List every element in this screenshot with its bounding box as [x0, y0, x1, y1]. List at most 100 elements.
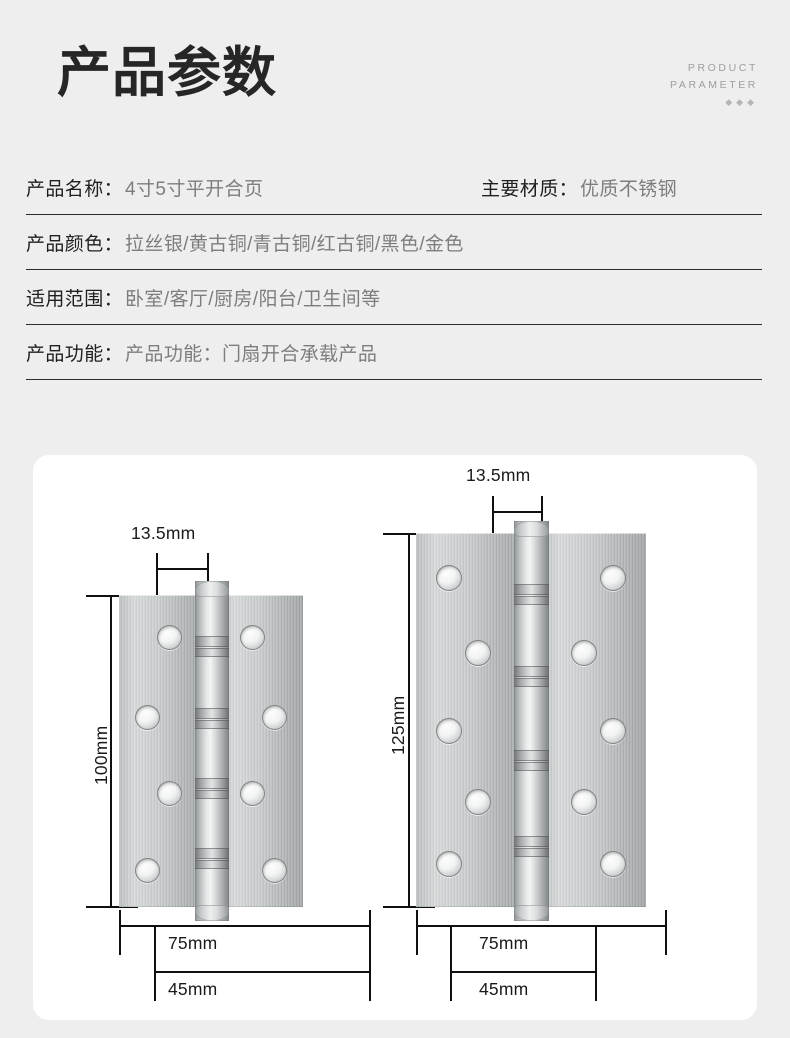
diamond-ornament-icon: ◆◆◆	[725, 97, 758, 107]
screw-hole	[571, 789, 597, 815]
knuckle-joint	[514, 849, 549, 856]
screw-hole	[135, 705, 160, 730]
knuckle-joint	[514, 837, 549, 846]
spec-value: 拉丝银/黄古铜/青古铜/红古铜/黑色/金色	[125, 233, 464, 255]
dim-extension-line	[416, 910, 418, 955]
dim-extension-line	[207, 553, 209, 598]
barrel-cap-bottom	[514, 905, 549, 921]
screw-hole	[436, 851, 462, 877]
knuckle-joint	[195, 637, 229, 646]
dim-line	[110, 595, 112, 907]
screw-hole	[262, 858, 287, 883]
knuckle-joint	[195, 791, 229, 798]
dim-extension-line	[369, 925, 371, 1001]
table-row: 产品名称： 4寸5寸平开合页 主要材质： 优质不锈钢	[26, 160, 762, 215]
dim-extension-line	[119, 910, 121, 955]
barrel-cap-top	[514, 521, 549, 537]
screw-hole	[600, 851, 626, 877]
dim-line	[154, 971, 370, 973]
dim-extension-line	[86, 906, 138, 908]
spec-cell-product-name: 产品名称： 4寸5寸平开合页	[26, 174, 481, 201]
screw-hole	[600, 565, 626, 591]
hinge-barrel	[514, 521, 549, 921]
hinge-leaf-left	[416, 533, 522, 907]
screw-hole	[240, 625, 265, 650]
dim-extension-line	[86, 595, 138, 597]
dim-label-bottom-outer-right: 75mm	[479, 933, 529, 953]
dim-extension-line	[156, 553, 158, 598]
dim-line	[156, 568, 208, 570]
dim-line	[119, 925, 370, 927]
knuckle-joint	[195, 849, 229, 858]
header-en-line-1: PRODUCT	[687, 62, 758, 74]
hinge-leaf-right	[540, 533, 646, 907]
screw-hole	[465, 640, 491, 666]
screw-hole	[262, 705, 287, 730]
spec-value: 产品功能：门扇开合承载产品	[125, 343, 378, 365]
dim-extension-line	[665, 910, 667, 955]
spec-cell-color: 产品颜色： 拉丝银/黄古铜/青古铜/红古铜/黑色/金色	[26, 229, 464, 256]
hinge-barrel	[195, 581, 229, 921]
dim-label-bottom-inner-right: 45mm	[479, 979, 529, 999]
dim-label-bottom-inner-left: 45mm	[168, 979, 218, 999]
spec-cell-function: 产品功能： 产品功能：门扇开合承载产品	[26, 339, 377, 366]
hinge-illustration-left	[119, 581, 303, 921]
spec-label: 适用范围：	[26, 288, 124, 310]
knuckle-joint	[514, 585, 549, 594]
dim-line	[492, 511, 542, 513]
barrel-cap-bottom	[195, 905, 229, 921]
dim-label-top-right: 13.5mm	[466, 465, 531, 485]
knuckle-joint	[195, 861, 229, 868]
knuckle-joint	[195, 721, 229, 728]
hinge-diagram-125mm: 13.5mm 125mm	[378, 455, 738, 1020]
spec-value: 4寸5寸平开合页	[125, 178, 264, 200]
dim-extension-line	[383, 533, 435, 535]
hinge-illustration-right	[416, 521, 646, 921]
screw-hole	[240, 781, 265, 806]
screw-hole	[600, 718, 626, 744]
dim-extension-line	[595, 925, 597, 1001]
screw-hole	[465, 789, 491, 815]
barrel-cap-top	[195, 581, 229, 597]
table-row: 适用范围： 卧室/客厅/厨房/阳台/卫生间等	[26, 270, 762, 325]
screw-hole	[157, 625, 182, 650]
spec-cell-material: 主要材质： 优质不锈钢	[481, 174, 677, 201]
table-row: 产品颜色： 拉丝银/黄古铜/青古铜/红古铜/黑色/金色	[26, 215, 762, 270]
product-diagram-card: 13.5mm 100mm	[33, 455, 757, 1020]
dim-label-height-right: 125mm	[388, 695, 408, 755]
knuckle-joint	[514, 751, 549, 760]
knuckle-joint	[514, 597, 549, 604]
page-title: 产品参数	[57, 43, 277, 103]
dim-extension-line	[154, 925, 156, 1001]
knuckle-joint	[514, 667, 549, 676]
dim-line	[408, 533, 410, 907]
knuckle-joint	[195, 779, 229, 788]
spec-label: 主要材质：	[481, 178, 579, 200]
knuckle-joint	[514, 679, 549, 686]
header-english-caption: PRODUCT PARAMETER ◆◆◆	[670, 60, 758, 108]
knuckle-joint	[195, 649, 229, 656]
screw-hole	[157, 781, 182, 806]
dim-line	[416, 925, 666, 927]
knuckle-joint	[195, 709, 229, 718]
spec-label: 产品名称：	[26, 178, 124, 200]
dim-label-height-left: 100mm	[91, 725, 111, 785]
screw-hole	[436, 565, 462, 591]
dim-label-top-left: 13.5mm	[131, 523, 196, 543]
dim-line	[450, 971, 596, 973]
spec-label: 产品颜色：	[26, 233, 124, 255]
spec-value: 卧室/客厅/厨房/阳台/卫生间等	[125, 288, 381, 310]
dim-extension-line	[383, 906, 435, 908]
dim-extension-line	[450, 925, 452, 1001]
screw-hole	[436, 718, 462, 744]
spec-label: 产品功能：	[26, 343, 124, 365]
dim-extension-line	[541, 496, 543, 540]
dim-extension-line	[492, 496, 494, 540]
screw-hole	[135, 858, 160, 883]
hinge-leaf-right	[219, 595, 303, 907]
spec-cell-scope: 适用范围： 卧室/客厅/厨房/阳台/卫生间等	[26, 284, 381, 311]
spec-value: 优质不锈钢	[580, 178, 678, 200]
table-row: 产品功能： 产品功能：门扇开合承载产品	[26, 325, 762, 380]
knuckle-joint	[514, 763, 549, 770]
header-en-line-2: PARAMETER	[670, 79, 758, 91]
